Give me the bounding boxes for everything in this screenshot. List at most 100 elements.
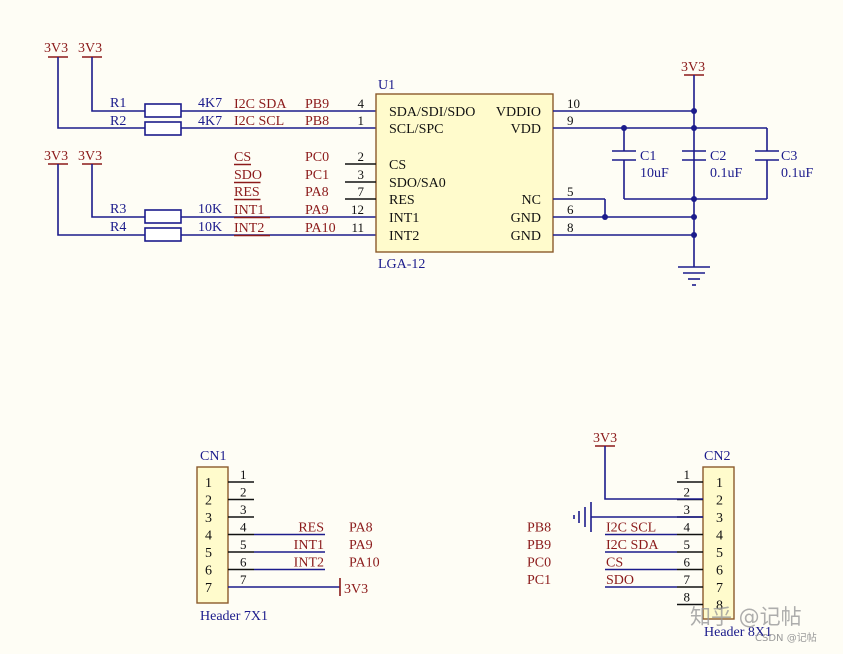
svg-text:10K: 10K: [198, 220, 222, 235]
port-label: PC1: [527, 573, 551, 588]
svg-text:R4: R4: [110, 220, 126, 235]
connector-pin-label: 8: [716, 599, 723, 614]
port-label: PA9: [349, 538, 373, 553]
ground-symbol-cn2: [573, 502, 592, 532]
chip-pin-name: INT2: [389, 229, 419, 244]
chip-pin-number: 11: [351, 220, 364, 235]
port-label: PB9: [527, 538, 551, 553]
power-3v3-d: 3V3: [78, 149, 102, 165]
port-label: PB8: [527, 521, 551, 536]
connector-name: Header 7X1: [200, 609, 268, 624]
connector-pin-label: 1: [716, 476, 723, 491]
net-label: CS: [234, 150, 251, 165]
power-3v3-label: 3V3: [44, 149, 68, 164]
connector-pin-number: 5: [240, 537, 247, 552]
chip-pin-name: CS: [389, 158, 406, 173]
svg-text:R1: R1: [110, 96, 126, 111]
chip-pin-name: VDDIO: [496, 105, 541, 120]
connector-pin-number: 1: [684, 467, 691, 482]
connector-pin-number: 7: [240, 572, 247, 587]
chip-pin-name: SDA/SDI/SDO: [389, 105, 475, 120]
chip-pin-name: SDO/SA0: [389, 176, 446, 191]
connector-cn2: CN2 Header 8X1: [702, 449, 772, 640]
power-3v3-label: 3V3: [681, 60, 705, 75]
net-label: SDO: [606, 573, 634, 588]
connector-pin-number: 2: [240, 485, 247, 500]
ground-symbol: [678, 266, 710, 286]
connector-pin-label: 3: [205, 511, 212, 526]
connector-pin-label: 2: [205, 494, 212, 509]
port-label: PA10: [349, 556, 380, 571]
connector-pin-label: 7: [716, 581, 723, 596]
connector-pin-label: 6: [716, 564, 723, 579]
net-label: I2C SDA: [234, 97, 287, 112]
power-3v3-label: 3V3: [593, 431, 617, 446]
connector-pin-label: 6: [205, 564, 212, 579]
chip-pin-number: 10: [567, 96, 580, 111]
svg-text:0.1uF: 0.1uF: [710, 166, 743, 181]
chip-ref: U1: [378, 78, 395, 93]
net-label: INT1: [234, 203, 264, 218]
resistor-r3: R3 10K: [110, 202, 222, 224]
power-3v3-a: 3V3: [44, 41, 68, 58]
net-label: INT1: [294, 538, 324, 553]
watermark: 知乎 @记帖 CSDN @记帖: [690, 605, 817, 644]
chip-pin-number: 6: [567, 202, 574, 217]
net-label: INT2: [234, 221, 264, 236]
connector-pin-label: 5: [716, 546, 723, 561]
port-label: PA8: [349, 521, 373, 536]
connector-pin-number: 5: [684, 537, 691, 552]
chip-pin-number: 12: [351, 202, 364, 217]
chip-pin-number: 3: [358, 167, 365, 182]
power-3v3-e: 3V3: [681, 60, 705, 76]
svg-text:C2: C2: [710, 149, 726, 164]
chip-pin-name: VDD: [511, 122, 541, 137]
svg-text:10uF: 10uF: [640, 166, 669, 181]
connector-pin-number: 6: [240, 555, 247, 570]
connector-pin-label: 7: [205, 581, 212, 596]
capacitor-c3: C3 0.1uF: [755, 149, 814, 181]
net-label: SDO: [234, 168, 262, 183]
chip-pin-number: 9: [567, 113, 574, 128]
port-label: PA9: [305, 203, 329, 218]
chip-pin-number: 1: [358, 113, 365, 128]
net-label: CS: [606, 556, 623, 571]
power-3v3-label: 3V3: [78, 149, 102, 164]
svg-text:4K7: 4K7: [198, 114, 222, 129]
cn1-pin7-net: 3V3: [344, 582, 368, 597]
connector-name: Header 8X1: [704, 625, 772, 640]
power-3v3-f: 3V3: [593, 431, 617, 447]
port-label: PB8: [305, 114, 329, 129]
chip-pin-number: 2: [358, 149, 365, 164]
connector-ref: CN2: [704, 449, 730, 464]
connector-pin-label: 4: [205, 529, 212, 544]
connector-pin-number: 3: [684, 502, 691, 517]
power-3v3-label: 3V3: [78, 41, 102, 56]
capacitor-c2: C2 0.1uF: [682, 149, 743, 181]
svg-text:4K7: 4K7: [198, 96, 222, 111]
port-label: PC1: [305, 168, 329, 183]
svg-text:R2: R2: [110, 114, 126, 129]
chip-pin-name: INT1: [389, 211, 419, 226]
port-label: PC0: [305, 150, 329, 165]
net-label: INT2: [294, 556, 324, 571]
junction-dots: [602, 108, 697, 238]
power-3v3-label: 3V3: [44, 41, 68, 56]
chip-pin-number: 5: [567, 184, 574, 199]
power-3v3-c: 3V3: [44, 149, 68, 165]
port-label: PA10: [305, 221, 336, 236]
port-label: PC0: [527, 556, 551, 571]
connector-pin-label: 5: [205, 546, 212, 561]
connector-pin-number: 4: [240, 520, 247, 535]
connector-pin-label: 4: [716, 529, 723, 544]
net-label: I2C SCL: [606, 521, 656, 536]
chip-pin-name: GND: [511, 229, 541, 244]
connector-pin-label: 2: [716, 494, 723, 509]
connector-pin-number: 2: [684, 485, 691, 500]
connector-pin-number: 4: [684, 520, 691, 535]
